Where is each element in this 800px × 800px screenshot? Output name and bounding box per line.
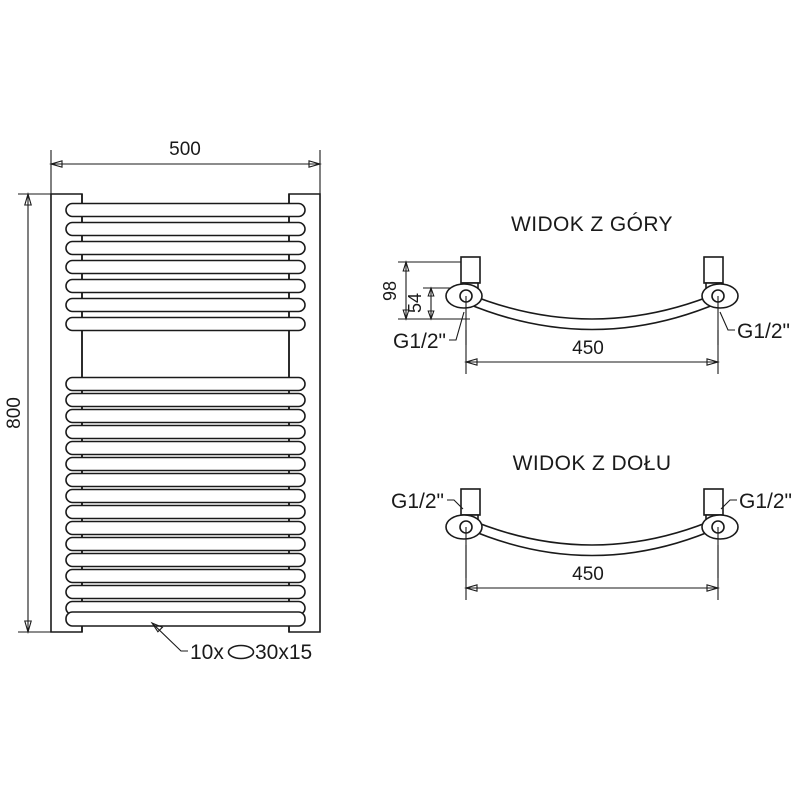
rail xyxy=(65,297,306,313)
rail xyxy=(65,392,306,408)
rail-group-bottom xyxy=(65,376,306,627)
rail xyxy=(65,456,306,472)
oval-glyph xyxy=(227,644,255,660)
bottom-view-dim-450-value: 450 xyxy=(572,564,604,585)
rail xyxy=(65,520,306,536)
top-view-left-fitting xyxy=(445,256,483,345)
rail xyxy=(65,552,306,568)
rail xyxy=(65,221,306,237)
rail xyxy=(65,611,306,627)
rail xyxy=(65,240,306,256)
top-view-title: WIDOK Z GÓRY xyxy=(511,213,673,236)
rail xyxy=(65,259,306,275)
top-view-dim-450: 450 xyxy=(464,330,720,374)
front-height-value: 800 xyxy=(4,397,25,429)
top-view-curved-tube xyxy=(465,291,719,331)
rail xyxy=(65,278,306,294)
bottom-view-title: WIDOK Z DOŁU xyxy=(513,452,672,475)
rail xyxy=(65,440,306,456)
top-view-dim-98-value: 98 xyxy=(380,281,400,301)
bottom-view-thread-left-label: G1/2" xyxy=(391,490,444,513)
rail xyxy=(65,504,306,520)
bottom-view-thread-left: G1/2" xyxy=(391,490,464,513)
rail xyxy=(65,584,306,600)
rail xyxy=(65,316,306,332)
top-view-dim-54: 54 xyxy=(405,286,468,321)
top-view-thread-right: G1/2" xyxy=(719,311,790,343)
top-view-thread-left-label: G1/2" xyxy=(393,330,446,353)
top-view-right-fitting xyxy=(701,256,739,345)
rail xyxy=(65,568,306,584)
rail xyxy=(65,376,306,392)
bottom-view: WIDOK Z DOŁU xyxy=(391,452,792,600)
top-view: WIDOK Z GÓRY 98 54 xyxy=(380,213,790,374)
top-view-dim-450-value: 450 xyxy=(572,338,604,359)
rail xyxy=(65,202,306,218)
connector-callout: 10x 30x15 xyxy=(150,621,312,664)
bottom-view-dim-450: 450 xyxy=(464,545,720,600)
top-view-dim-54-value: 54 xyxy=(405,293,425,313)
front-view: 500 800 xyxy=(4,139,322,664)
rail-group-top xyxy=(65,202,306,332)
front-width-dimension: 500 xyxy=(49,139,322,200)
bottom-view-thread-right: G1/2" xyxy=(720,490,792,513)
top-view-thread-right-label: G1/2" xyxy=(737,320,790,343)
bottom-view-right-fitting xyxy=(701,488,739,578)
svg-text:10x: 10x xyxy=(190,641,224,664)
rail xyxy=(65,472,306,488)
rail xyxy=(65,488,306,504)
front-width-value: 500 xyxy=(169,139,201,160)
bottom-view-thread-right-label: G1/2" xyxy=(739,490,792,513)
connector-count: 10x xyxy=(190,641,224,664)
rail xyxy=(65,424,306,440)
rail xyxy=(65,408,306,424)
front-height-dimension: 800 xyxy=(4,192,72,634)
bottom-view-curved-tube xyxy=(465,516,719,557)
bottom-view-left-fitting xyxy=(445,488,483,578)
top-view-thread-left: G1/2" xyxy=(393,311,465,353)
connector-size: 30x15 xyxy=(255,641,312,664)
rail xyxy=(65,536,306,552)
